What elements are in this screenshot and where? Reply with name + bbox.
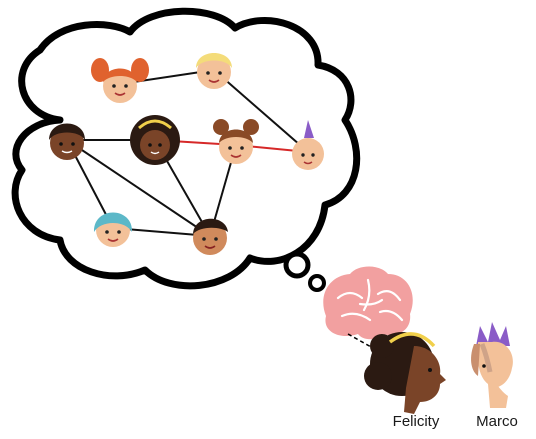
network-edge-braids-dark-short (66, 139, 211, 237)
marco-name-label: Marco (476, 413, 518, 430)
girl-orange-pigtails-face-icon (91, 58, 149, 103)
thought-bubble-small (308, 274, 326, 292)
boy-blonde-face-icon (196, 53, 232, 89)
boy-dark-braids-face-icon (49, 123, 85, 160)
thought-bubble-large (283, 251, 311, 279)
girl-teal-hair-face-icon (93, 212, 133, 247)
marco-profile-portrait (471, 322, 513, 408)
network-edge-blonde-mohawk (213, 69, 309, 153)
girl-brown-buns-face-icon (213, 119, 259, 164)
boy-dark-short-hair-face-icon (193, 218, 228, 255)
boy-purple-mohawk-face-icon (292, 120, 324, 170)
felicity-profile-portrait (364, 332, 446, 414)
felicity-name-label: Felicity (392, 413, 440, 430)
girl-curly-hairband-face-icon (130, 115, 180, 165)
